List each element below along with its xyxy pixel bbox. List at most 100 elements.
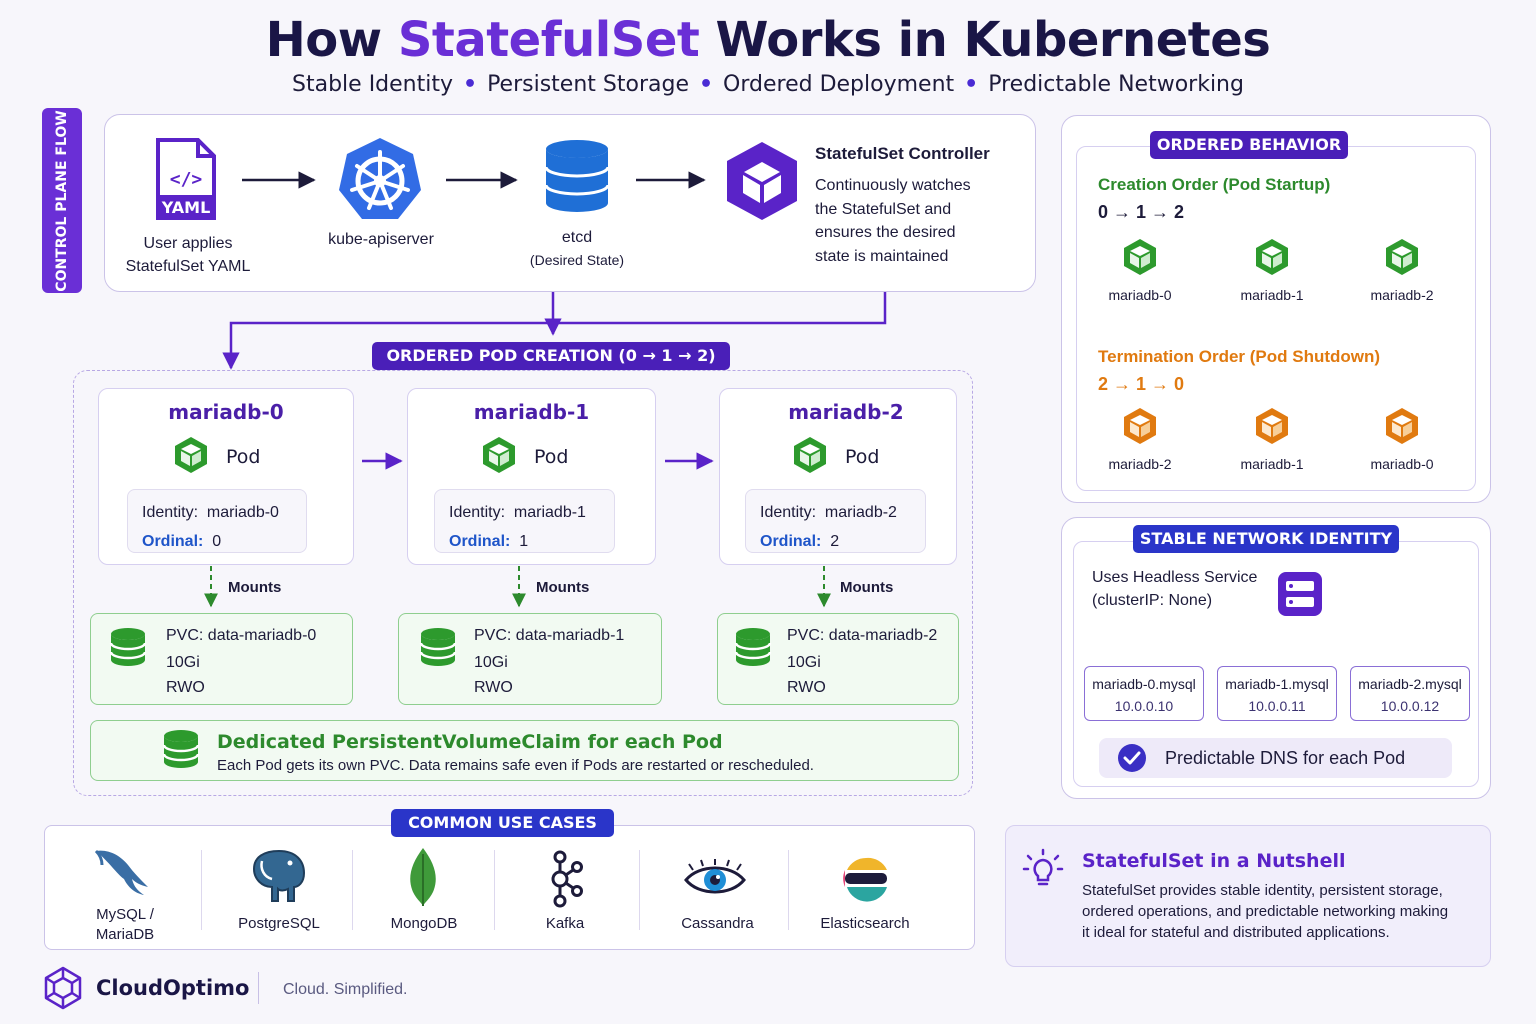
kafka-icon [551,850,583,908]
pod-cube-icon [1124,408,1156,444]
statefulset-controller-icon [727,142,797,220]
pvc-name: PVC: data-mariadb-2 [787,627,938,644]
check-circle-icon [1118,744,1146,772]
creation-order-sequence: 0 → 1 → 2 [1098,202,1185,222]
subtitle-item: Predictable Networking [988,72,1244,97]
termination-pod-label: mariadb-0 [1370,456,1434,472]
connector-controller-to-pods [222,292,887,370]
divider [639,850,640,930]
database-icon [162,729,200,770]
pod-cube-icon [1386,408,1418,444]
pod-name: mariadb-1 [473,400,590,424]
subtitle-item: Persistent Storage [487,72,689,97]
identity-value: mariadb-0 [206,504,279,521]
yaml-badge: YAML [161,198,211,217]
use-case-label: Elasticsearch [820,915,910,932]
page-title: How StatefulSet Works in Kubernetes [265,12,1271,68]
pvc-access-mode: RWO [166,679,205,696]
pod-cube-icon [1256,408,1288,444]
ordinal-value: 0 [212,533,222,550]
mounts-label: Mounts [536,579,590,596]
mysql-dolphin-icon [94,849,148,895]
pvc-size: 10Gi [474,654,508,671]
cloudoptimo-logo-icon [44,966,82,1010]
ordered-pod-creation-panel [73,370,973,796]
creation-pod-label: mariadb-1 [1240,287,1304,303]
ordered-pod-creation-pill: ORDERED POD CREATION (0 → 1 → 2) [372,342,730,370]
pvc-size: 10Gi [787,654,821,671]
nutshell-panel: StatefulSet in a Nutshell StatefulSet pr… [1005,825,1491,967]
pvc-name: PVC: data-mariadb-0 [166,627,317,644]
pod-name: mariadb-0 [168,400,284,424]
headless-service-text: Uses Headless Service(clusterIP: None) [1092,569,1258,609]
etcd-desired-state: (Desired State) [529,252,625,268]
divider [494,850,495,930]
use-cases-pill: COMMON USE CASES [391,809,614,837]
pvc-database-icon [109,627,147,668]
termination-order-sequence: 2 → 1 → 0 [1098,374,1185,394]
use-case-label: MongoDB [390,915,458,932]
pvc-access-mode: RWO [474,679,513,696]
termination-order-title: Termination Order (Pod Shutdown) [1098,347,1381,366]
pod-label: Pod [845,446,880,468]
termination-pod-label: mariadb-1 [1240,456,1304,472]
use-cases-panel [44,825,975,950]
code-glyph: </> [170,169,203,190]
dedicated-pvc-title: Dedicated PersistentVolumeClaim for each… [217,731,723,753]
creation-pod-label: mariadb-2 [1370,287,1434,303]
dedicated-pvc-description: Each Pod gets its own PVC. Data remains … [217,757,814,774]
ordinal-value: 1 [519,533,529,550]
pvc-card-2: PVC: data-mariadb-2 10Gi RWO [717,613,959,705]
pod-identity-box: Identity: mariadb-1 Ordinal: 1 [434,489,615,553]
pod-name: mariadb-2 [788,400,904,424]
pvc-size: 10Gi [166,654,200,671]
step-etcd: etcd [561,229,593,246]
pvc-database-icon [734,627,772,668]
controller-title: StatefulSet Controller [815,144,990,163]
network-identity-pill: STABLE NETWORK IDENTITY [1133,525,1399,553]
ordinal-value: 2 [830,533,840,550]
subtitle-item: Stable Identity [292,72,454,97]
creation-order-title: Creation Order (Pod Startup) [1098,175,1331,194]
pod-cube-icon [794,437,826,473]
pvc-card-0: PVC: data-mariadb-0 10Gi RWO [90,613,353,705]
use-case-label: PostgreSQL [238,915,320,932]
mounts-label: Mounts [228,579,282,596]
pod-label: Pod [534,446,569,468]
pvc-database-icon [419,627,457,668]
pod-label: Pod [226,446,261,468]
yaml-file-icon: </> YAML [156,138,216,220]
mounts-label: Mounts [840,579,894,596]
pod-cube-icon [1124,239,1156,275]
page-subtitle: Stable Identity•Persistent Storage•Order… [292,72,1244,97]
mongodb-leaf-icon [410,848,436,906]
nutshell-title: StatefulSet in a Nutshell [1082,850,1346,872]
ordered-behavior-pill: ORDERED BEHAVIOR [1150,131,1348,159]
use-case-label: Kafka [545,915,585,932]
pod-cube-icon [175,437,207,473]
pvc-card-1: PVC: data-mariadb-1 10Gi RWO [398,613,662,705]
footer-divider [258,972,259,1004]
nutshell-text: StatefulSet provides stable identity, pe… [1082,882,1449,941]
lightbulb-icon [1022,848,1064,886]
kubernetes-icon [339,138,421,219]
controller-description: Continuously watches the StatefulSet and… [815,177,971,265]
pvc-name: PVC: data-mariadb-1 [474,627,625,644]
pod-cube-icon [483,437,515,473]
pod-cube-icon [1386,239,1418,275]
subtitle-item: Ordered Deployment [723,72,955,97]
pod-identity-box: Identity: mariadb-0 Ordinal: 0 [127,489,307,553]
brand-name: CloudOptimo [96,976,250,1000]
postgresql-elephant-icon [252,849,306,902]
termination-pod-label: mariadb-2 [1108,456,1172,472]
control-plane-flow-label: CONTROL PLANE FLOW [42,108,82,293]
server-icon [1278,572,1322,616]
identity-value: mariadb-2 [824,504,897,521]
creation-pod-label: mariadb-0 [1108,287,1172,303]
cassandra-eye-icon [684,859,746,894]
identity-value: mariadb-1 [513,504,586,521]
use-case-label: Cassandra [681,915,754,932]
pod-identity-box: Identity: mariadb-2 Ordinal: 2 [745,489,926,553]
